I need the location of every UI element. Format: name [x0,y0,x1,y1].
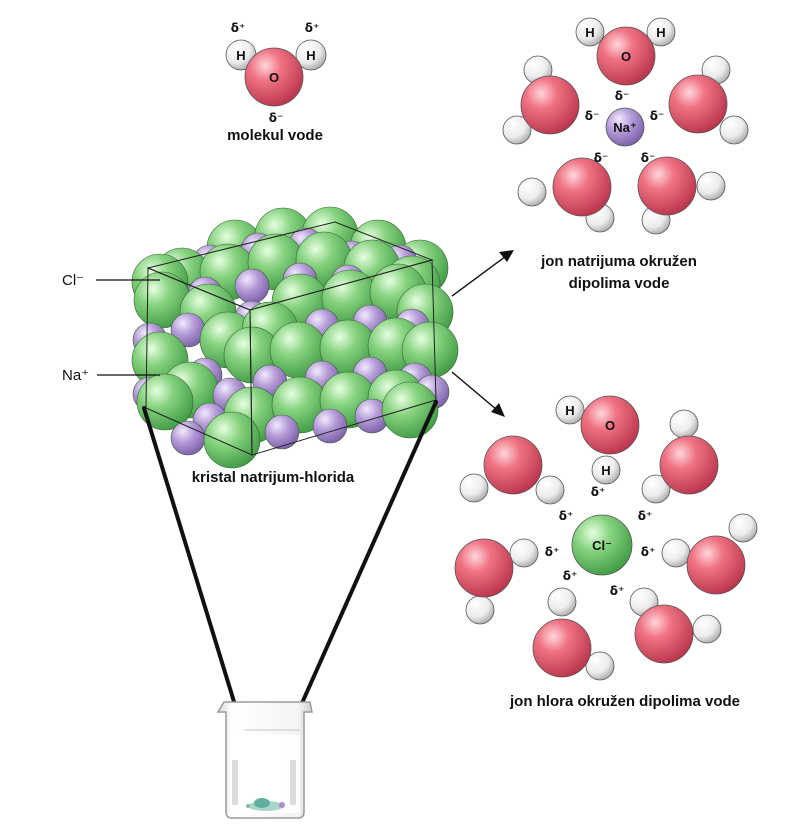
oxygen-atom [244,47,304,107]
ion-pointers [96,279,160,376]
partial-positive-charge: δ⁺ [559,509,574,523]
water-molecule [502,55,580,145]
chloride-ion-hydration: H H O [454,395,758,681]
sodium-ion [264,414,300,450]
partial-positive-charge: δ⁺ [231,21,246,35]
oxygen-symbol: O [621,49,631,64]
hydrogen-atom [295,39,327,71]
partial-negative-charge: δ⁻ [269,111,284,125]
water-molecule-label: molekul vode [227,127,323,144]
water-molecule [637,156,726,235]
partial-negative-charge: δ⁻ [594,151,609,165]
water-molecule [459,435,565,505]
oxygen-symbol: O [269,70,279,85]
water-molecule: H H O [575,17,676,86]
crystal-label: kristal natrijum-hlorida [192,469,355,486]
chloride-symbol: Cl⁻ [592,538,612,553]
hydrogen-symbol: H [236,48,245,63]
partial-negative-charge: δ⁻ [650,109,665,123]
hydrogen-symbol: H [601,463,610,478]
partial-positive-charge: δ⁺ [545,545,560,559]
water-molecule [454,538,539,625]
chloride-hydration-label: jon hlora okružen dipolima vode [509,693,740,710]
sodium-ion-hydration: H H O Na⁺ δ⁻ δ⁻ δ⁻ [502,17,749,235]
chloride-ion [381,381,439,439]
partial-positive-charge: δ⁺ [591,485,606,499]
beaker [216,701,313,819]
oxygen-symbol: O [605,418,615,433]
partial-negative-charge: δ⁻ [615,89,630,103]
chloride-ion [136,373,194,431]
arrow-to-sodium [451,250,514,297]
sodium-ion [234,268,270,304]
sodium-hydration-label-line1: jon natrijuma okružen [540,253,697,270]
partial-positive-charge: δ⁺ [305,21,320,35]
water-molecule: H H O δ⁺ δ⁺ δ⁻ [225,21,327,125]
partial-negative-charge: δ⁻ [641,151,656,165]
sodium-pointer-label: Na⁺ [62,367,89,384]
water-molecule: H H O [555,395,640,485]
hydrogen-symbol: H [306,48,315,63]
water-molecule [532,587,615,681]
chloride-ion [571,514,633,576]
partial-positive-charge: δ⁺ [638,509,653,523]
partial-positive-charge: δ⁺ [641,545,656,559]
partial-positive-charge: δ⁺ [563,569,578,583]
water-molecule [661,513,758,595]
hydrogen-symbol: H [585,25,594,40]
water-molecule [517,157,615,233]
hydrogen-symbol: H [565,403,574,418]
sodium-ion [312,408,348,444]
sodium-symbol: Na⁺ [613,120,636,135]
sodium-hydration-label-line2: dipolima vode [569,275,670,292]
chloride-ion [203,411,261,469]
water-molecule [668,55,749,145]
water-molecule [641,409,719,504]
arrow-to-chloride [451,371,505,417]
partial-positive-charge: δ⁺ [610,584,625,598]
water-molecule [629,587,722,664]
nacl-crystal [131,206,459,469]
chloride-pointer-label: Cl⁻ [62,272,84,289]
hydrogen-symbol: H [656,25,665,40]
partial-negative-charge: δ⁻ [585,109,600,123]
sodium-ion [605,107,645,147]
